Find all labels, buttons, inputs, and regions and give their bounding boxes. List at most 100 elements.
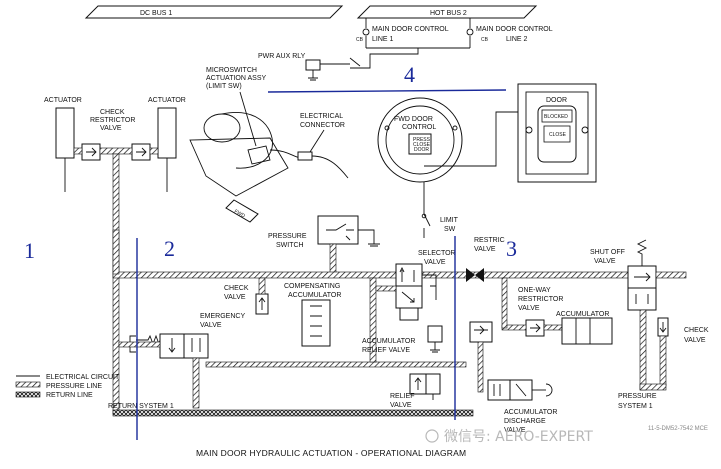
check-valve-right-label-1: CHECK [684, 327, 709, 334]
check-valve-left-label-2: VALVE [224, 294, 246, 301]
microswitch-label-3: (LIMIT SW) [206, 83, 242, 90]
check-valve-left-label-1: CHECK [224, 285, 249, 292]
microswitch-label-2: ACTUATION ASSY [206, 75, 266, 82]
check-restrictor-label-1: CHECK [100, 109, 125, 116]
door-label: DOOR [546, 97, 567, 104]
emergency-valve: EMERGENCY VALVE [118, 313, 245, 409]
pressure-system-label: PRESSURE SYSTEM 1 [618, 393, 657, 410]
compensating-accumulator-label-2: ACCUMULATOR [288, 292, 341, 299]
accumulator-discharge-label-1: ACCUMULATOR [504, 409, 557, 416]
circuit-breakers: MAIN DOOR CONTROL LINE 1 CB MAIN DOOR CO… [350, 18, 553, 69]
one-way-label-1: ONE-WAY [518, 287, 551, 294]
cb2-label-line1: MAIN DOOR CONTROL [476, 26, 553, 33]
microswitch-label-1: MICROSWITCH [206, 67, 257, 74]
accumulator: ACCUMULATOR [556, 311, 613, 345]
press-close-label-3: DOOR [414, 147, 429, 153]
press-close-door-button [408, 133, 432, 155]
fwd-door-control-label-2: CONTROL [402, 124, 436, 131]
relief-valve: RELIEF VALVE [390, 373, 441, 409]
check-restrictor-label-2: RESTRICTOR [90, 117, 135, 124]
limit-switch: LIMIT SW [421, 213, 459, 238]
shut-off-label-1: SHUT OFF [590, 249, 625, 256]
check-restrictor-label-3: VALVE [100, 125, 122, 132]
restrictor-label-2: VALVE [474, 246, 496, 253]
zone-1-label: 1 [24, 238, 35, 263]
wechat-icon [425, 429, 439, 443]
cb1-label-line2: LINE 1 [372, 36, 394, 43]
restrictor-valve: RESTRIC VALVE [466, 237, 505, 282]
cb1-label-line1: MAIN DOOR CONTROL [372, 26, 449, 33]
accumulator-discharge-valve: ACCUMULATOR DISCHARGE VALVE [469, 321, 557, 434]
hot-bus-2: HOT BUS 2 [356, 5, 538, 19]
accumulator-label: ACCUMULATOR [556, 311, 609, 318]
actuator-right: ACTUATOR [148, 97, 186, 192]
actuator-right-label: ACTUATOR [148, 97, 186, 104]
fwd-label: FWD [233, 209, 246, 220]
accumulator-discharge-label-3: VALVE [504, 427, 526, 434]
hot-bus-2-label: HOT BUS 2 [430, 10, 467, 17]
zone-4-label: 4 [404, 62, 415, 87]
actuator-left-label: ACTUATOR [44, 97, 82, 104]
one-way-label-3: VALVE [518, 305, 540, 312]
ref-code: 11-5-DM52-7542 MCE [648, 426, 708, 432]
pressure-system-label-1: PRESSURE [618, 393, 657, 400]
one-way-label-2: RESTRICTOR [518, 296, 563, 303]
compensating-accumulator-label-1: COMPENSATING [284, 283, 340, 290]
pressure-line-main [112, 271, 644, 279]
cb2-tag: CB [481, 37, 489, 43]
selector-valve-label-2: VALVE [424, 259, 446, 266]
zone-dividers [136, 89, 507, 440]
pressure-switch-label-1: PRESSURE [268, 233, 307, 240]
blocked-label: BLOCKED [544, 114, 568, 120]
blocked-indicator [541, 109, 573, 123]
pressure-switch: PRESSURE SWITCH [268, 215, 380, 277]
accumulator-relief-label-2: RELIEF VALVE [362, 347, 410, 354]
legend-pressure: PRESSURE LINE [46, 383, 102, 390]
close-button [543, 125, 571, 143]
compensating-accumulator: COMPENSATING ACCUMULATOR [284, 283, 341, 347]
fwd-arrow-icon [225, 199, 259, 223]
close-label: CLOSE [549, 132, 567, 138]
emergency-valve-label-2: VALVE [200, 322, 222, 329]
restrictor-label-1: RESTRIC [474, 237, 505, 244]
check-valve-right: CHECK VALVE [639, 317, 709, 391]
check-valve-right-label-2: VALVE [684, 337, 706, 344]
door-panel: DOOR BLOCKED CLOSE [517, 83, 597, 183]
one-way-restrictor: ONE-WAY RESTRICTOR VALVE [501, 277, 563, 337]
relief-valve-label-2: VALVE [390, 402, 412, 409]
limit-sw-label-2: SW [444, 226, 456, 233]
fwd-door-control-label-1: FWD DOOR [394, 116, 433, 123]
legend-return: RETURN LINE [46, 392, 93, 399]
watermark: 微信号: AERO-EXPERT [425, 429, 593, 445]
legend-electrical: ELECTRICAL CIRCUIT [46, 374, 120, 381]
press-close-label-2: CLOSE [413, 142, 431, 148]
limit-sw-label-1: LIMIT [440, 217, 459, 224]
actuator-left: ACTUATOR [44, 97, 82, 192]
microswitch-assy: MICROSWITCH ACTUATION ASSY (LIMIT SW) FW… [189, 67, 289, 223]
selector-valve: SELECTOR VALVE [395, 250, 456, 321]
press-close-label-1: PRESS [413, 137, 431, 143]
dc-bus-1-label: DC BUS 1 [140, 10, 172, 17]
relief-valve-label-1: RELIEF [390, 393, 415, 400]
fwd-door-control-panel: FWD DOOR CONTROL PRESS CLOSE DOOR [377, 97, 526, 214]
restrictor-icon [466, 268, 484, 282]
pressure-switch-label-2: SWITCH [276, 242, 304, 249]
return-line-main [112, 409, 474, 417]
pressure-system-label-2: SYSTEM 1 [618, 403, 653, 410]
electrical-connector-label-2: CONNECTOR [300, 122, 345, 129]
cb1-tag: CB [356, 37, 364, 43]
return-system-label: RETURN SYSTEM 1 [108, 403, 174, 410]
selector-valve-label-1: SELECTOR [418, 250, 456, 257]
cb2-label-line2: LINE 2 [506, 36, 528, 43]
pwr-aux-rly-label: PWR AUX RLY [258, 53, 306, 60]
check-restrictor-valves: CHECK RESTRICTOR VALVE [81, 109, 151, 161]
dc-bus-1: DC BUS 1 [84, 5, 344, 19]
shut-off-label-2: VALVE [594, 258, 616, 265]
shut-off-valve: SHUT OFF VALVE [590, 239, 687, 391]
accumulator-relief-label-1: ACCUMULATOR [362, 338, 415, 345]
zone-3-label: 3 [506, 236, 517, 261]
zone-2-label: 2 [164, 236, 175, 261]
emergency-valve-label-1: EMERGENCY [200, 313, 245, 320]
check-valve-left: CHECK VALVE [224, 277, 269, 315]
